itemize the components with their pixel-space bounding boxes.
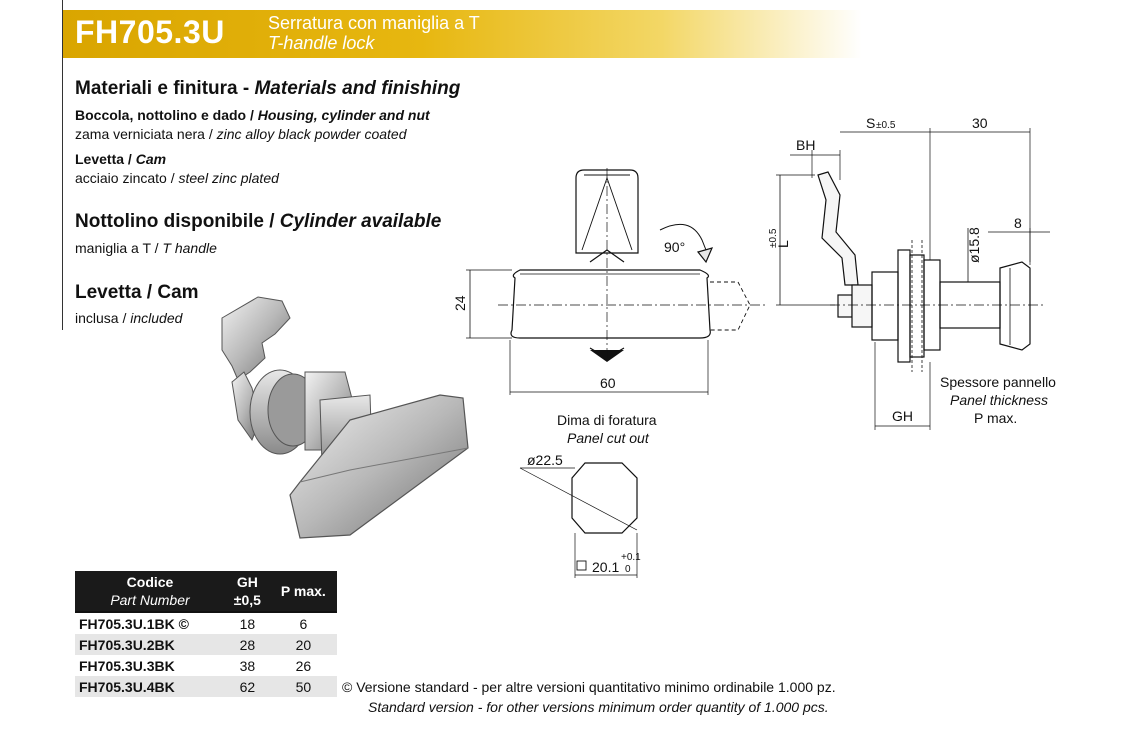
product-photo <box>221 296 469 539</box>
dim-60: 60 <box>600 375 616 391</box>
dim-bh: BH <box>796 137 815 153</box>
side-view <box>776 128 1050 430</box>
dim-gh: GH <box>892 408 913 424</box>
cylinder-heading: Nottolino disponibile / Cylinder availab… <box>75 211 442 232</box>
panel-pmax: P max. <box>974 410 1017 426</box>
title-italian: Serratura con maniglia a T <box>268 13 480 33</box>
table-row: FH705.3U.3BK 38 26 <box>79 657 312 674</box>
table-row: FH705.3U.2BK 28 20 <box>75 634 337 655</box>
cutout-label-en: Panel cut out <box>567 430 650 446</box>
dim-dia-15-8: ø15.8 <box>966 227 982 263</box>
title-english: T-handle lock <box>268 33 375 53</box>
housing-label: Boccola, nottolino e dado / Housing, cyl… <box>75 107 430 123</box>
dim-30: 30 <box>972 115 988 131</box>
cam-heading: Levetta / Cam <box>75 282 199 303</box>
cam-label: Levetta / Cam <box>75 151 167 167</box>
table-row: FH705.3U.1BK © 18 6 <box>75 611 337 634</box>
header-band <box>62 10 862 58</box>
table-row: FH705.3U.4BK 62 50 <box>75 676 337 697</box>
dim-l-tol: ±0.5 <box>768 228 779 248</box>
panel-thickness-it: Spessore pannello <box>940 374 1056 390</box>
panel-thickness-en: Panel thickness <box>950 392 1048 408</box>
cam-included: inclusa / included <box>75 310 183 326</box>
col-gh: GH±0,5 <box>225 571 270 612</box>
dim-24: 24 <box>452 295 468 311</box>
front-view <box>466 168 765 395</box>
col-pmax: P max. <box>269 571 337 612</box>
cutout-label-it: Dima di foratura <box>557 412 657 428</box>
note-english: Standard version - for other versions mi… <box>368 699 829 715</box>
left-rule <box>62 0 63 330</box>
cutout-diameter: ø22.5 <box>527 452 563 468</box>
dim-l: L <box>775 240 791 248</box>
note-italian: © Versione standard - per altre versioni… <box>342 679 836 695</box>
dim-s: S <box>866 115 875 131</box>
cutout-drawing <box>519 462 638 578</box>
product-code: FH705.3U <box>75 14 225 50</box>
cutout-tol-plus: +0.1 <box>621 552 641 563</box>
materials-heading: Materiali e finitura - Materials and fin… <box>75 78 461 99</box>
dim-s-tol: ±0.5 <box>876 120 896 131</box>
cylinder-value: maniglia a T / T handle <box>75 240 217 256</box>
dim-8: 8 <box>1014 215 1022 231</box>
cutout-tol-zero: 0 <box>625 564 631 575</box>
header-banner: FH705.3U Serratura con maniglia a T T-ha… <box>0 0 1126 60</box>
cam-value: acciaio zincato / steel zinc plated <box>75 170 279 186</box>
housing-value: zama verniciata nera / zinc alloy black … <box>75 126 407 142</box>
rotation-label: 90° <box>664 239 685 255</box>
cutout-width: 20.1 <box>592 559 619 575</box>
